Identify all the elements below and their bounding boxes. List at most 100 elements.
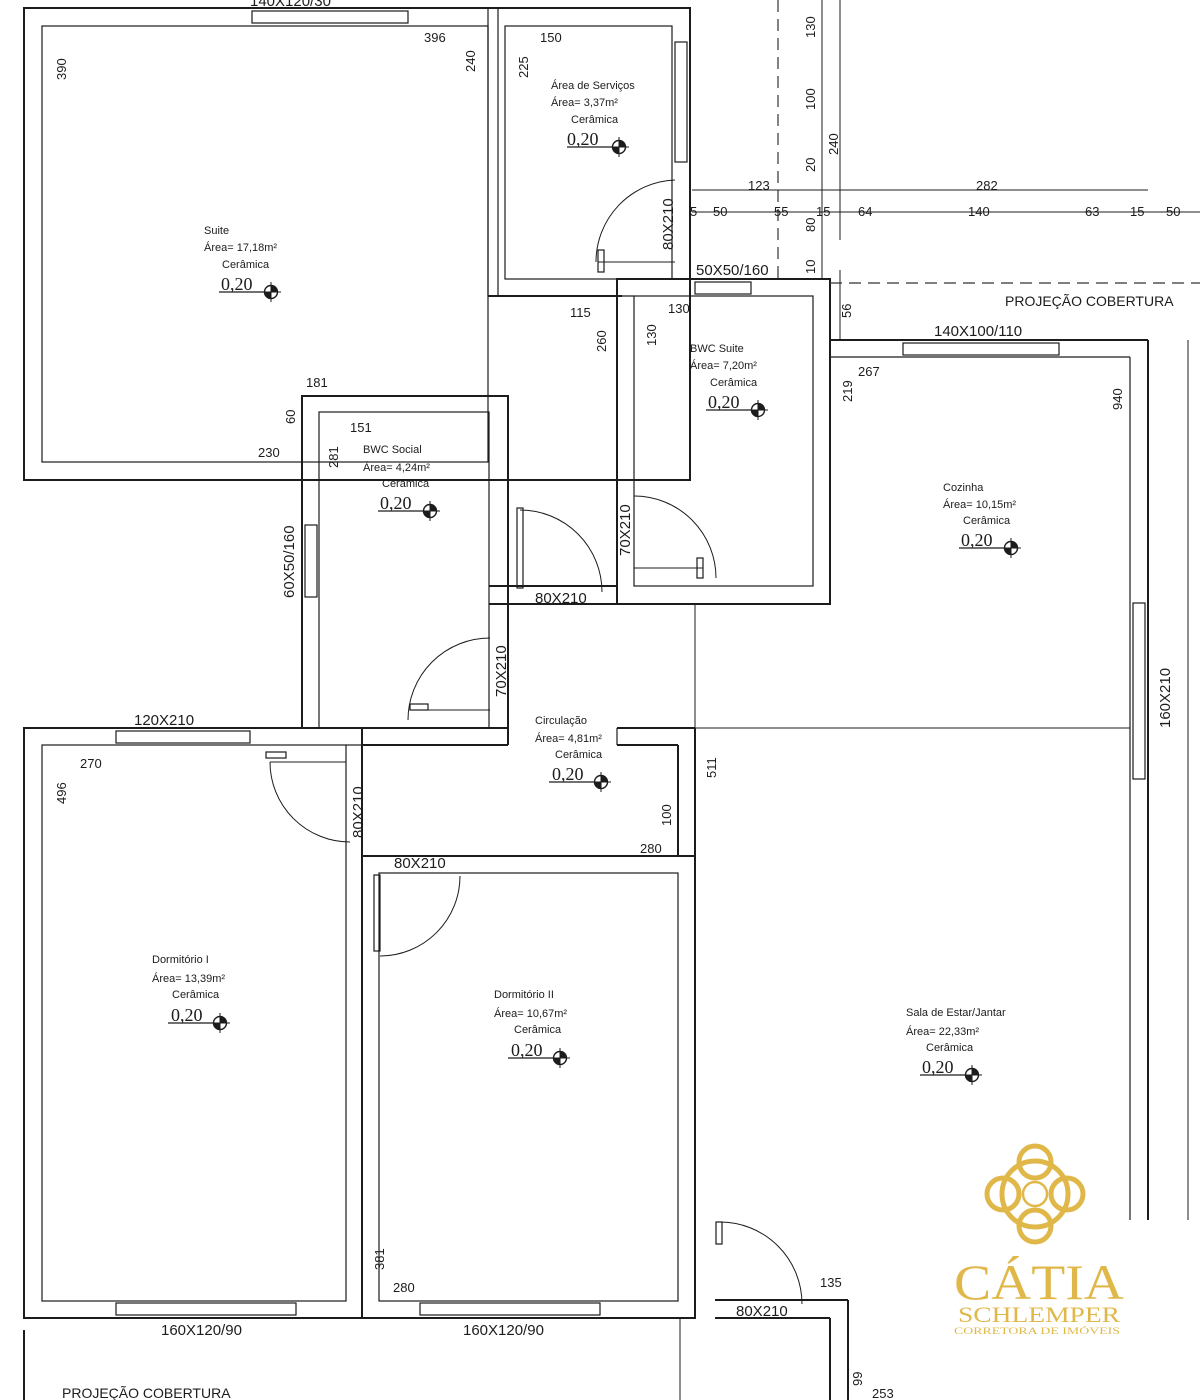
doors <box>265 179 803 1305</box>
dimension-label: 230 <box>258 445 280 460</box>
projection-lines <box>679 0 1200 1400</box>
dimension-label: 281 <box>326 446 341 468</box>
room-bwc-social: BWC Social Área= 4,24m² Cerâmica 0,20 <box>363 444 440 521</box>
logo-surname: SCHLEMPER <box>958 1302 1120 1327</box>
room-name: BWC Social <box>363 444 422 456</box>
opening-label: 80X210 <box>350 786 367 838</box>
dimension-label: 390 <box>54 58 69 80</box>
opening-label: 80X210 <box>394 855 446 872</box>
room-name: Dormitório II <box>494 989 554 1001</box>
room-dormitorio-1: Dormitório I Área= 13,39m² Cerâmica 0,20 <box>152 954 230 1033</box>
room-name: Área de Serviços <box>551 79 635 92</box>
room-dormitorio-2: Dormitório II Área= 10,67m² Cerâmica 0,2… <box>494 989 570 1068</box>
door-bwc-social <box>407 637 491 721</box>
dimension-label: 20 <box>803 158 818 172</box>
window-servicos <box>674 41 688 163</box>
room-suite: Suite Área= 17,18m² Cerâmica 0,20 <box>204 225 281 302</box>
bwc-social-inner-wall <box>318 411 490 729</box>
dimension-label: 130 <box>668 301 690 316</box>
dimension-label: 60 <box>283 410 298 424</box>
room-level: 0,20 <box>221 274 253 294</box>
dimension-label: 940 <box>1110 388 1125 410</box>
opening-label: 80X210 <box>535 590 587 607</box>
dimension-label: 181 <box>306 375 328 390</box>
dimension-label: 63 <box>1085 204 1099 219</box>
room-name: Circulação <box>535 715 587 727</box>
opening-label: 140X100/110 <box>934 323 1022 340</box>
opening-label: 60X50/160 <box>281 525 298 598</box>
room-level: 0,20 <box>922 1057 954 1077</box>
opening-label: 50X50/160 <box>696 262 769 279</box>
logo-name: CÁTIA <box>954 1254 1124 1310</box>
room-name: Sala de Estar/Jantar <box>906 1007 1006 1019</box>
room-servicos: Área de Serviços Área= 3,37m² Cerâmica 0… <box>551 79 635 157</box>
dimension-label: 270 <box>80 756 102 771</box>
opening-label: 140X120/30 <box>250 0 331 10</box>
room-level: 0,20 <box>380 493 412 513</box>
room-area: Área= 10,67m² <box>494 1007 567 1020</box>
dimension-label: 135 <box>820 1275 842 1290</box>
door-160x210 <box>1132 602 1146 780</box>
window-suite <box>251 10 409 24</box>
projection-note: PROJEÇÃO COBERTURA <box>1005 293 1174 309</box>
opening-label: 160X120/90 <box>161 1322 242 1339</box>
room-name: BWC Suite <box>690 343 744 355</box>
dormitorio-2-outer-wall <box>361 855 696 1319</box>
dimension-label: 267 <box>858 364 880 379</box>
window-120x210 <box>115 730 251 744</box>
dimension-label: 15 <box>1130 204 1144 219</box>
room-level: 0,20 <box>961 530 993 550</box>
room-finish: Cerâmica <box>382 478 430 490</box>
dimension-label: 151 <box>350 420 372 435</box>
opening-label: 80X210 <box>736 1303 788 1320</box>
level-marker-icon <box>378 501 440 521</box>
room-finish: Cerâmica <box>963 515 1011 527</box>
window-bwc-suite <box>694 281 752 295</box>
dormitorio-1-inner-wall <box>41 744 347 1302</box>
room-area: Área= 4,81m² <box>535 732 602 745</box>
opening-label: 160X120/90 <box>463 1322 544 1339</box>
room-cozinha: Cozinha Área= 10,15m² Cerâmica 0,20 <box>943 482 1021 558</box>
dimension-label: 100 <box>803 88 818 110</box>
brand-logo: CÁTIA SCHLEMPER CORRETORA DE IMÓVEIS <box>954 1143 1124 1336</box>
level-marker-icon <box>706 400 768 420</box>
dimension-label: 64 <box>858 204 872 219</box>
dimension-label: 240 <box>826 133 841 155</box>
dimension-label: 130 <box>803 16 818 38</box>
opening-label: 120X210 <box>134 712 194 729</box>
room-bwc-suite: BWC Suite Área= 7,20m² Cerâmica 0,20 <box>690 343 768 420</box>
room-name: Suite <box>204 225 229 237</box>
bwc-suite-inner-wall <box>633 295 814 587</box>
dimension-label: 280 <box>393 1280 415 1295</box>
dimension-label: 80 <box>803 218 818 232</box>
level-marker-icon <box>508 1048 570 1068</box>
dimension-label: 115 <box>570 305 591 320</box>
door-80x210-upper <box>516 507 603 593</box>
opening-labels: 140X120/30 50X50/160 140X100/110 60X50/1… <box>134 0 1174 1339</box>
dimension-label: 253 <box>872 1386 894 1400</box>
room-area: Área= 7,20m² <box>690 359 757 372</box>
door-servicos <box>595 179 676 273</box>
walls <box>23 7 1149 1400</box>
dimension-label: 282 <box>976 178 998 193</box>
window-dormitorio-1 <box>115 1302 297 1316</box>
dimension-label: 396 <box>424 30 446 45</box>
level-marker-icon <box>549 772 611 792</box>
level-marker-icon <box>959 538 1021 558</box>
room-circulacao: Circulação Área= 4,81m² Cerâmica 0,20 <box>535 715 611 792</box>
level-marker-icon <box>920 1065 982 1085</box>
dimension-label: 225 <box>516 56 531 78</box>
dimension-label: 50 <box>713 204 727 219</box>
servicos-inner-wall <box>504 25 673 280</box>
dimension-label: 240 <box>463 50 478 72</box>
logo-tagline: CORRETORA DE IMÓVEIS <box>954 1326 1120 1336</box>
opening-label: 70X210 <box>493 645 510 697</box>
dimension-label: 15 <box>816 204 830 219</box>
room-finish: Cerâmica <box>710 377 758 389</box>
dimension-lines <box>692 0 1200 340</box>
dimension-labels: 396 390 240 150 225 181 60 230 115 260 1… <box>54 16 1180 1400</box>
level-marker-icon <box>168 1013 230 1033</box>
dimension-label: 99 <box>850 1372 865 1386</box>
suite-partition <box>487 7 499 297</box>
